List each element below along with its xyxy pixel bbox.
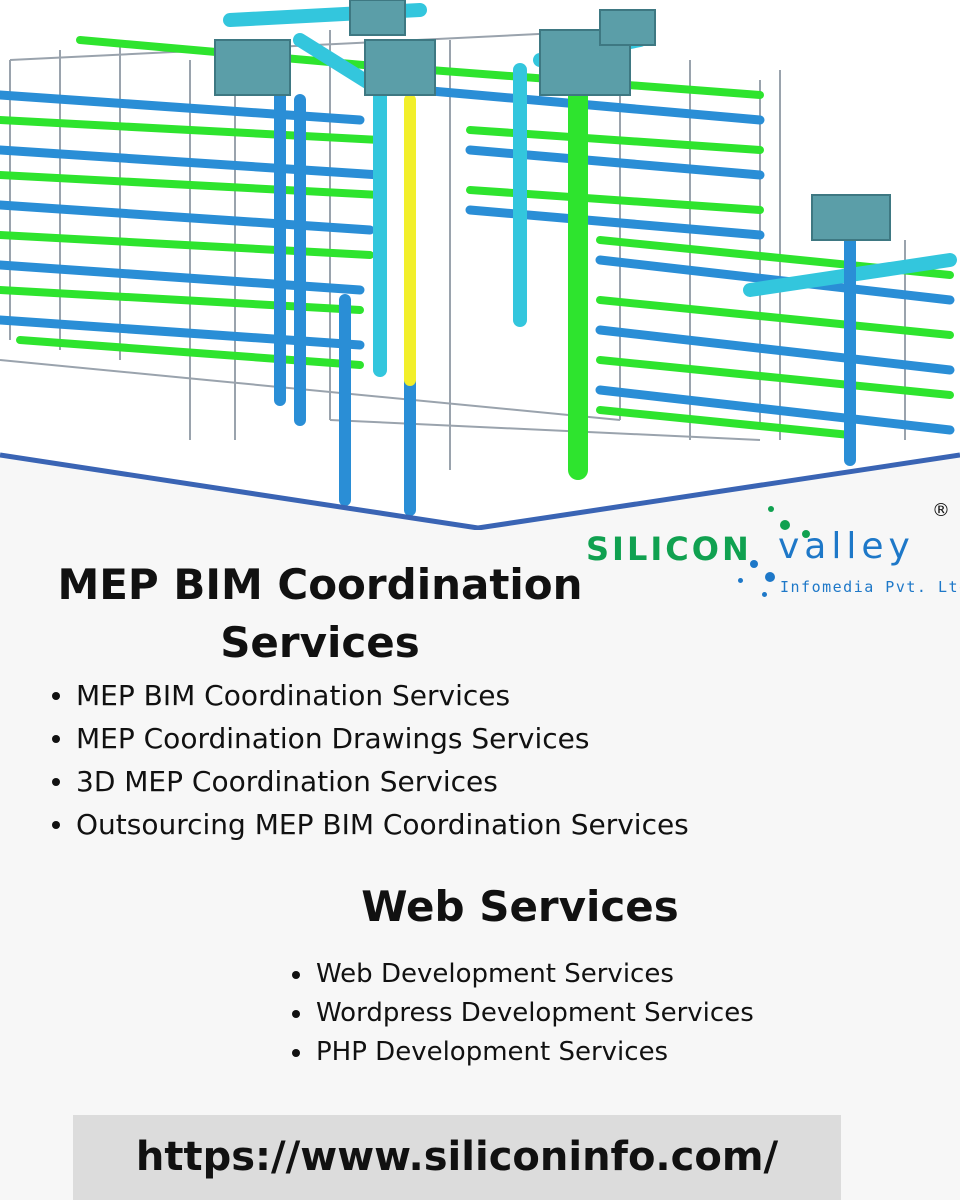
list-item: MEP Coordination Drawings Services <box>48 717 689 760</box>
web-heading: Web Services <box>361 882 679 931</box>
logo-word-valley: valley <box>778 526 915 567</box>
mep-heading: MEP BIM Coordination Services <box>57 560 583 667</box>
list-item: Wordpress Development Services <box>288 994 754 1033</box>
website-url-link[interactable]: https://www.siliconinfo.com/ <box>135 1134 779 1180</box>
list-item: 3D MEP Coordination Services <box>48 760 689 803</box>
list-item: MEP BIM Coordination Services <box>48 674 689 717</box>
url-banner: https://www.siliconinfo.com/ <box>73 1115 841 1200</box>
list-item: Web Development Services <box>288 955 754 994</box>
list-item: PHP Development Services <box>288 1033 754 1072</box>
silicon-valley-logo: SILICON valley Infomedia Pvt. Ltd. ® <box>580 500 960 610</box>
registered-mark: ® <box>932 500 950 521</box>
logo-word-silicon: SILICON <box>586 530 752 568</box>
mep-services-list: MEP BIM Coordination Services MEP Coordi… <box>48 674 689 846</box>
list-item: Outsourcing MEP BIM Coordination Service… <box>48 803 689 846</box>
logo-subtitle: Infomedia Pvt. Ltd. <box>780 578 960 596</box>
mep-model-illustration <box>0 0 960 530</box>
web-services-list: Web Development Services Wordpress Devel… <box>288 955 754 1072</box>
